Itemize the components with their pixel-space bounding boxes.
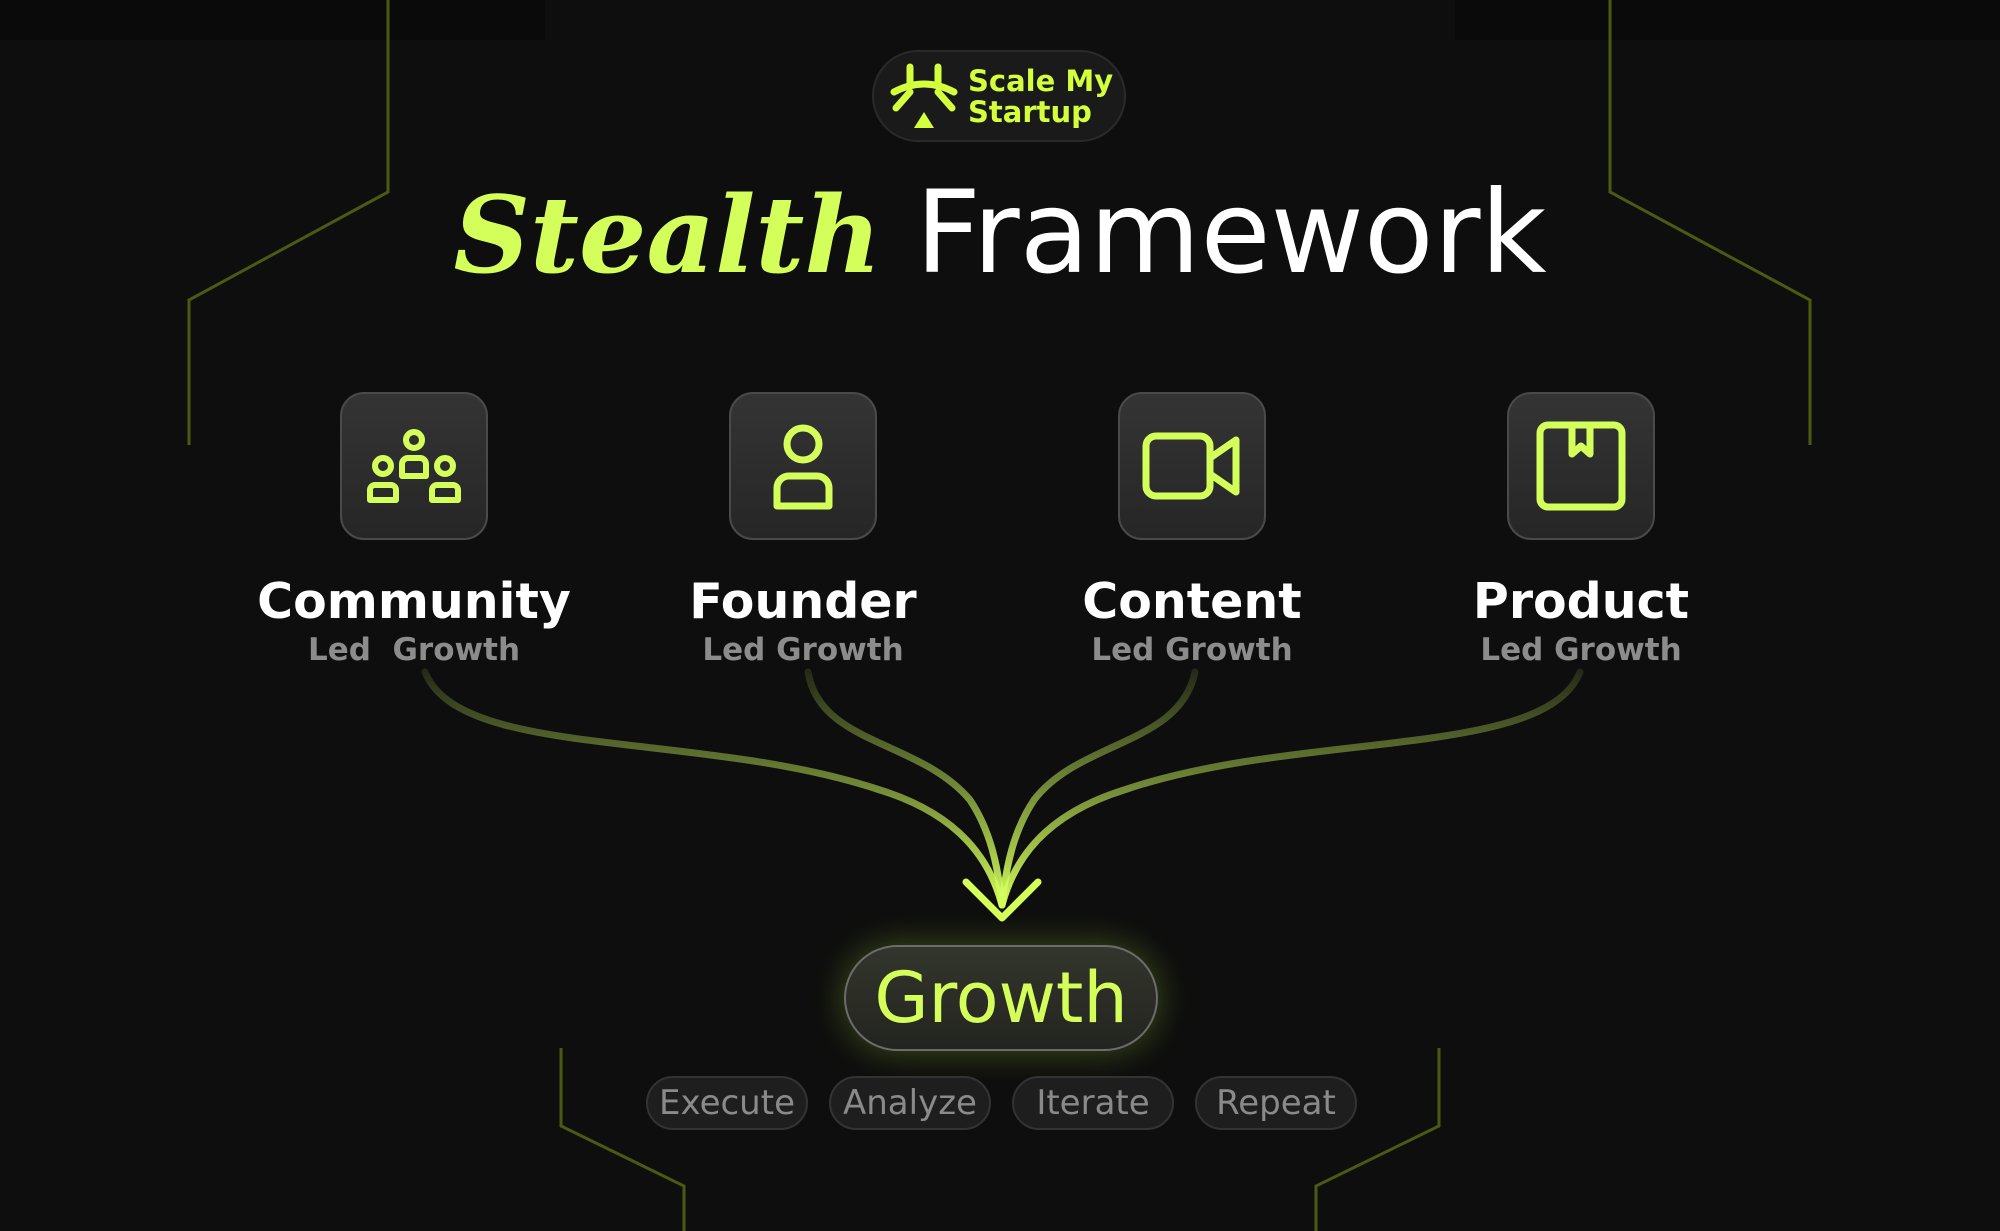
scale-my-startup-logo-icon: [890, 63, 958, 128]
pillar-subtitle-product: Led Growth: [1480, 632, 1682, 668]
brand-name: Scale My Startup: [968, 66, 1113, 128]
frame-line-top-right: [1608, 0, 1812, 445]
step-repeat: Repeat: [1195, 1076, 1357, 1130]
step-iterate: Iterate: [1012, 1076, 1174, 1130]
connector-community: [421, 668, 1006, 909]
pillar-subtitle-content: Led Growth: [1091, 632, 1293, 668]
icon-box-community: [340, 392, 488, 540]
pillar-product: Product Led Growth: [1381, 392, 1781, 668]
community-icon: [367, 429, 461, 503]
top-band-right: [1455, 0, 2000, 40]
person-icon: [773, 424, 833, 510]
page-title: Stealth Framework: [0, 168, 2000, 332]
icon-box-founder: [729, 392, 877, 540]
connector-product: [998, 668, 1584, 909]
step-execute: Execute: [646, 1076, 808, 1130]
pillar-founder: Founder Led Growth: [603, 392, 1003, 668]
pillar-title-founder: Founder: [689, 573, 917, 630]
pillar-subtitle-community: Led Growth: [307, 632, 521, 668]
pillar-title-product: Product: [1472, 573, 1690, 630]
arrow-head-icon: [962, 878, 1042, 922]
pillar-content: Content Led Growth: [992, 392, 1392, 668]
brand-name-line1: Scale My: [968, 64, 1114, 98]
box-icon: [1536, 421, 1626, 511]
pillar-community: Community Led Growth: [214, 392, 614, 668]
brand-logo-badge: Scale My Startup: [872, 50, 1126, 142]
connector-founder: [804, 668, 1006, 909]
title-main-word: Framework: [915, 166, 1547, 299]
step-analyze: Analyze: [829, 1076, 991, 1130]
icon-box-content: [1118, 392, 1266, 540]
pillar-title-content: Content: [1082, 573, 1302, 630]
icon-box-product: [1507, 392, 1655, 540]
top-band-left: [0, 0, 545, 40]
pillar-title-community: Community: [257, 573, 571, 630]
title-accent-word: Stealth: [453, 172, 882, 297]
pillar-subtitle-founder: Led Growth: [702, 632, 904, 668]
growth-badge: Growth: [844, 945, 1158, 1051]
frame-line-bottom-right: [1314, 1048, 1441, 1231]
connector-content: [998, 668, 1199, 909]
brand-name-line2: Startup: [968, 95, 1092, 129]
video-camera-icon: [1142, 432, 1240, 500]
frame-line-bottom-left: [559, 1048, 686, 1231]
frame-line-top-left: [187, 0, 390, 445]
